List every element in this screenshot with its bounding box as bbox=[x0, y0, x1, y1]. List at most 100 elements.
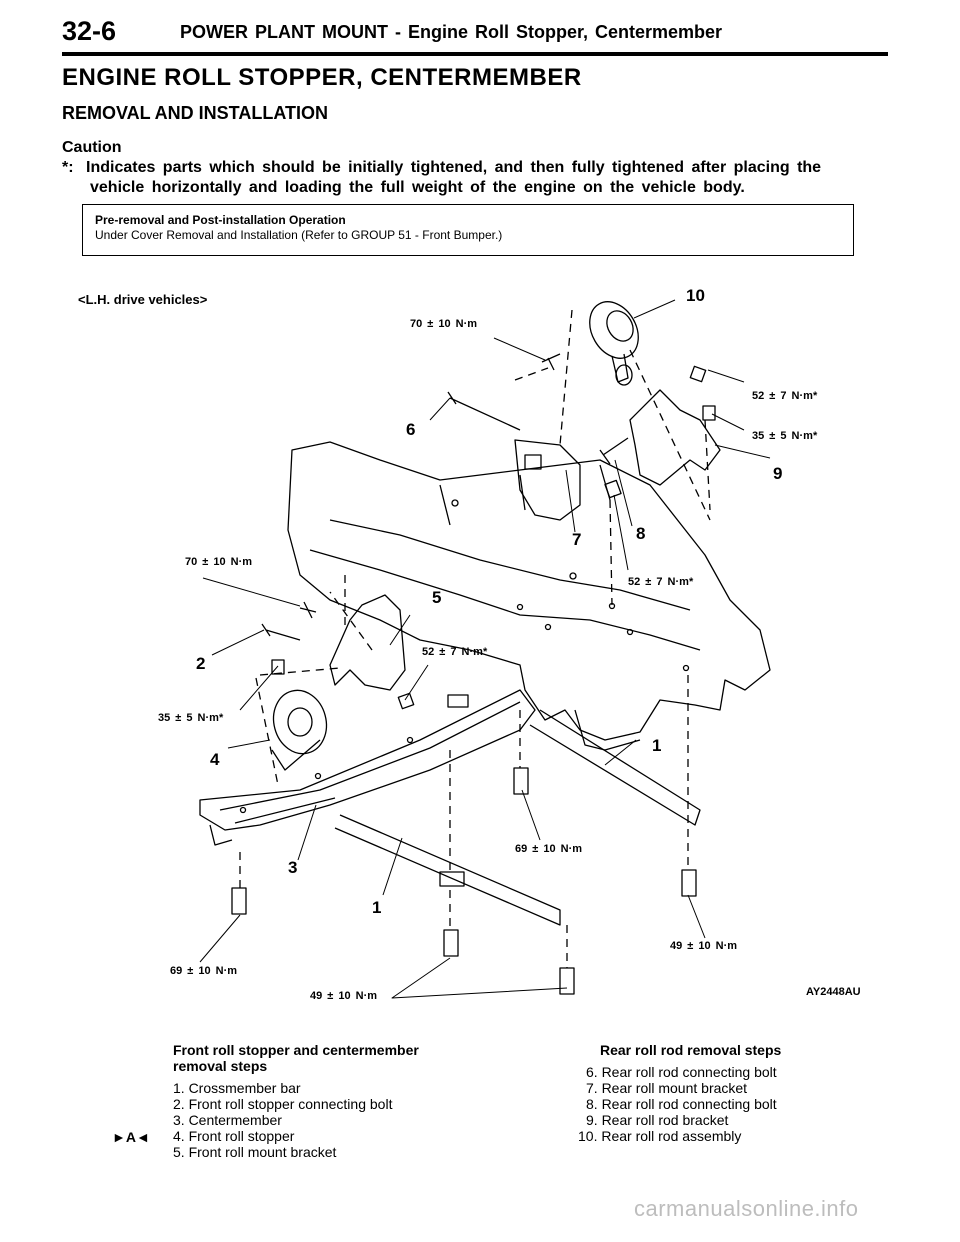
front-roll-stopper-base bbox=[271, 739, 321, 771]
bolt-70-front bbox=[299, 601, 317, 619]
align-lines-bottom bbox=[239, 675, 689, 968]
page-header: 32-6 POWER PLANT MOUNT - Engine Roll Sto… bbox=[62, 16, 888, 56]
torque-label: 52 ± 7 N·m* bbox=[752, 390, 818, 402]
callout-number: 5 bbox=[432, 588, 442, 607]
crossmember-bar-rear bbox=[529, 709, 701, 826]
crossmember-bar-front bbox=[334, 814, 561, 926]
front-steps-list: 1. Crossmember bar 2. Front roll stopper… bbox=[173, 1080, 473, 1160]
centermember-ribs bbox=[219, 701, 521, 824]
roll-rod-eye bbox=[615, 364, 633, 386]
bolt-69-left bbox=[231, 887, 247, 915]
hole bbox=[406, 736, 414, 744]
align-lines-rear bbox=[514, 309, 711, 606]
front-roll-stopper bbox=[272, 689, 328, 755]
leader-lines bbox=[199, 299, 771, 999]
list-item: 9. Rear roll rod bracket bbox=[586, 1112, 729, 1128]
bolt-35-front bbox=[271, 659, 285, 675]
bolt-49-mid bbox=[443, 929, 459, 957]
bolt-49-right bbox=[681, 869, 697, 897]
list-item: 4. Front roll stopper bbox=[173, 1128, 295, 1144]
hole bbox=[516, 603, 524, 611]
list-item: 3. Centermember bbox=[173, 1112, 282, 1128]
bar-clamp-2 bbox=[447, 694, 469, 708]
callout-number: 10 bbox=[686, 286, 705, 305]
caution-label: Caution bbox=[62, 139, 122, 156]
list-item: 1. Crossmember bar bbox=[173, 1080, 301, 1096]
rear-mount-bracket bbox=[514, 439, 581, 521]
torque-label: 70 ± 10 N·m bbox=[410, 318, 478, 330]
crossmember-inner-3 bbox=[439, 464, 611, 526]
section-heading: ENGINE ROLL STOPPER, CENTERMEMBER bbox=[62, 64, 582, 91]
hole bbox=[569, 572, 577, 580]
hole bbox=[314, 772, 322, 780]
pre-removal-title: Pre-removal and Post-installation Operat… bbox=[95, 213, 346, 227]
hole bbox=[626, 628, 634, 636]
torque-label: 70 ± 10 N·m bbox=[185, 556, 253, 568]
caution-line-1: Indicates parts which should be initiall… bbox=[86, 159, 822, 176]
roll-rod-bushing bbox=[589, 301, 639, 359]
centermember-end bbox=[209, 824, 233, 846]
torque-label: 52 ± 7 N·m* bbox=[422, 646, 488, 658]
service-point-marker: ►A◄ bbox=[112, 1129, 150, 1145]
variant-label: <L.H. drive vehicles> bbox=[78, 292, 208, 307]
torque-label: 52 ± 7 N·m* bbox=[628, 576, 694, 588]
bolt-8 bbox=[599, 437, 629, 465]
callout-number: 1 bbox=[652, 736, 662, 755]
watermark: carmanualsonline.info bbox=[634, 1196, 859, 1221]
centermember bbox=[199, 689, 536, 831]
page-number: 32-6 bbox=[62, 16, 117, 46]
torque-label: 35 ± 5 N·m* bbox=[158, 712, 224, 724]
bar-clamp bbox=[439, 871, 465, 887]
torque-label: 49 ± 10 N·m bbox=[670, 940, 738, 952]
crossmember-inner-2 bbox=[329, 519, 691, 611]
nut-52-front bbox=[397, 692, 415, 710]
list-item: 5. Front roll mount bracket bbox=[173, 1144, 337, 1160]
roll-rod-bracket bbox=[629, 389, 721, 486]
diagram-drawing bbox=[199, 299, 771, 999]
rear-steps-list: 6. Rear roll rod connecting bolt 7. Rear… bbox=[578, 1064, 878, 1144]
bolt-6 bbox=[447, 391, 521, 431]
hole bbox=[451, 499, 459, 507]
torque-label: 69 ± 10 N·m bbox=[515, 843, 583, 855]
bolt-70-top bbox=[541, 353, 561, 371]
crossmember-inner-1 bbox=[309, 549, 701, 651]
bolt-35-top bbox=[702, 405, 716, 421]
roll-rod-bushing-inner bbox=[606, 310, 634, 342]
header-title: POWER PLANT MOUNT - Engine Roll Stopper,… bbox=[180, 22, 723, 42]
list-item: 7. Rear roll mount bracket bbox=[586, 1080, 748, 1096]
figure-code: AY2448AU bbox=[806, 986, 861, 998]
callout-number: 6 bbox=[406, 420, 416, 439]
bolt-49-bottom bbox=[559, 967, 575, 995]
front-roll-stopper-inner bbox=[287, 707, 313, 737]
caution-text: *: Indicates parts which should be initia… bbox=[62, 158, 888, 198]
caution-mark: *: bbox=[62, 159, 74, 176]
front-steps-title-2: removal steps bbox=[173, 1058, 268, 1074]
front-steps-title-1: Front roll stopper and centermember bbox=[173, 1042, 419, 1058]
nut-52-top bbox=[689, 365, 707, 383]
bracket-hole bbox=[524, 454, 542, 470]
list-item: 2. Front roll stopper connecting bolt bbox=[173, 1096, 393, 1112]
pre-removal-box: Pre-removal and Post-installation Operat… bbox=[82, 204, 854, 256]
nut-52 bbox=[604, 479, 622, 499]
callout-number: 7 bbox=[572, 530, 582, 549]
torque-label: 69 ± 10 N·m bbox=[170, 965, 238, 977]
callout-number: 2 bbox=[196, 654, 206, 673]
align-lines-front bbox=[255, 575, 373, 786]
list-item: 10. Rear roll rod assembly bbox=[578, 1128, 742, 1144]
list-item: 8. Rear roll rod connecting bolt bbox=[586, 1096, 777, 1112]
crossmember-flange bbox=[574, 709, 641, 751]
callout-number: 3 bbox=[288, 858, 298, 877]
hole bbox=[239, 806, 247, 814]
rear-steps-title: Rear roll rod removal steps bbox=[600, 1042, 782, 1058]
roll-rod-link bbox=[611, 353, 629, 383]
hole bbox=[682, 664, 690, 672]
hole bbox=[544, 623, 552, 631]
front-mount-bracket bbox=[329, 594, 406, 691]
callout-number: 1 bbox=[372, 898, 382, 917]
rear-steps: Rear roll rod removal steps 6. Rear roll… bbox=[578, 1042, 878, 1144]
torque-label: 35 ± 5 N·m* bbox=[752, 430, 818, 442]
crossmember-shape bbox=[287, 441, 771, 741]
caution-line-2: vehicle horizontally and loading the ful… bbox=[90, 179, 745, 196]
bolt-2 bbox=[261, 623, 301, 641]
bolt-69-center bbox=[513, 767, 529, 795]
